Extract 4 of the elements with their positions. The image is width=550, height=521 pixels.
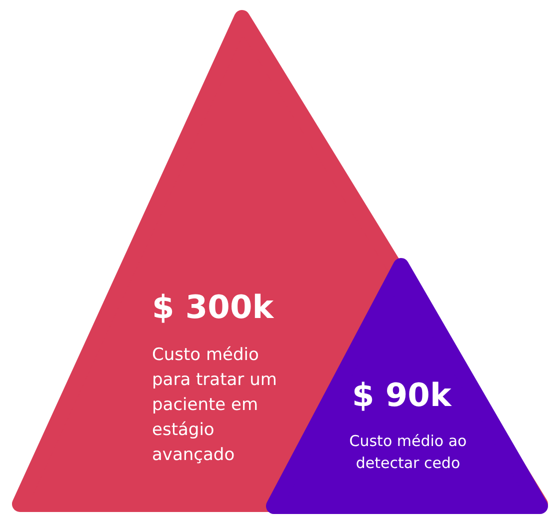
description-text: Custo médio para tratar um paciente em estágio avançado — [152, 344, 278, 467]
description-text: Custo médio ao detectar cedo — [348, 431, 468, 474]
value-heading: $ 90k — [352, 378, 452, 414]
value-heading: $ 300k — [152, 290, 274, 326]
